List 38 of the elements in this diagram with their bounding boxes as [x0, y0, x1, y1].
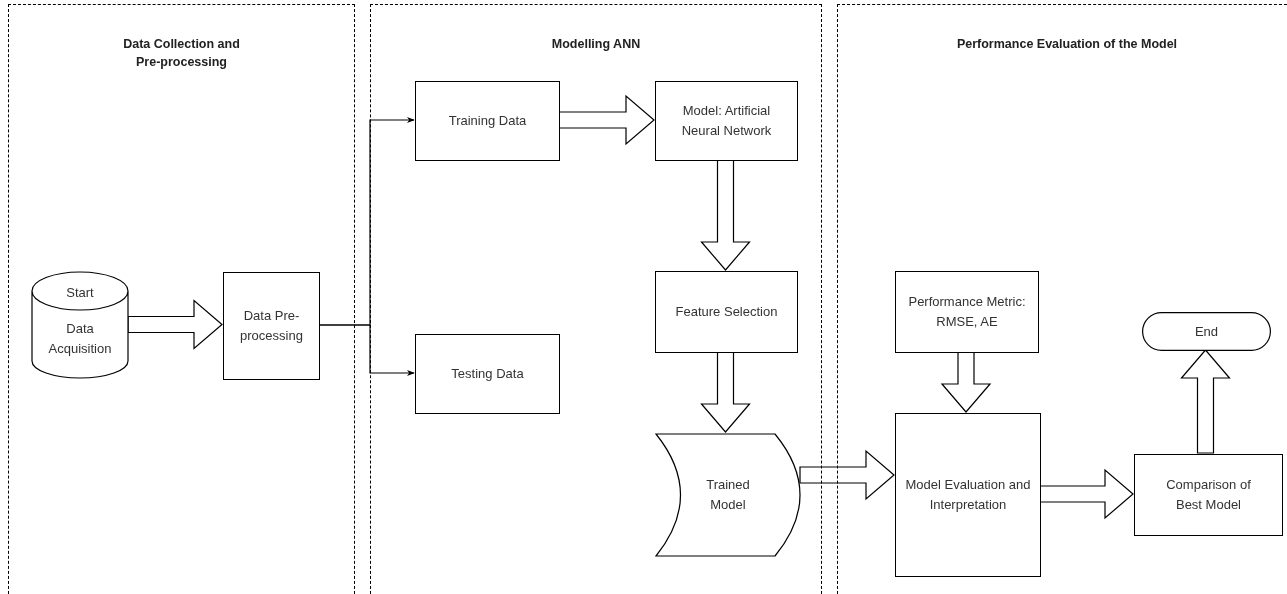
- node-label: Model: Artificial Neural Network: [680, 102, 773, 140]
- node-label: Data Pre-processing: [239, 307, 304, 345]
- process-box: [655, 271, 798, 353]
- node-label: Trained Model: [705, 476, 751, 514]
- node-label: Comparison of Best Model: [1165, 476, 1252, 514]
- swimlane: [837, 4, 1287, 594]
- process-box: [895, 271, 1039, 353]
- block-arrow: [799, 449, 895, 501]
- block-arrow: [1039, 468, 1134, 520]
- swimlane: [370, 4, 822, 594]
- process-box: [415, 334, 560, 414]
- process-box: [223, 272, 320, 380]
- database-cylinder: [31, 271, 129, 379]
- stored-data-shape: [655, 433, 801, 557]
- node-label: Testing Data: [450, 365, 525, 383]
- block-arrow: [127, 299, 223, 350]
- block-arrow: [1180, 349, 1231, 454]
- process-box: [415, 81, 560, 161]
- swimlane: [8, 4, 355, 594]
- block-arrow: [940, 351, 992, 413]
- lane-title: Performance Evaluation of the Model: [956, 36, 1178, 53]
- lane-title: Modelling ANN: [551, 36, 641, 53]
- process-box: [655, 81, 798, 161]
- node-label: Start: [66, 284, 94, 302]
- block-arrow: [700, 159, 751, 271]
- terminator-shape: [1142, 312, 1271, 351]
- node-label: Training Data: [447, 112, 528, 130]
- node-label: Feature Selection: [674, 303, 779, 321]
- node-label: Model Evaluation and Interpretation: [904, 476, 1032, 514]
- process-box: [895, 413, 1041, 577]
- node-label: Performance Metric: RMSE, AE: [907, 293, 1027, 331]
- node-label: Data Acquisition: [47, 320, 113, 358]
- node-label: End: [1193, 322, 1220, 341]
- connector-arrow: [318, 324, 415, 377]
- process-box: [1134, 454, 1283, 536]
- block-arrow: [558, 94, 655, 146]
- lane-title: Data Collection and Pre-processing: [122, 36, 241, 71]
- block-arrow: [700, 351, 751, 433]
